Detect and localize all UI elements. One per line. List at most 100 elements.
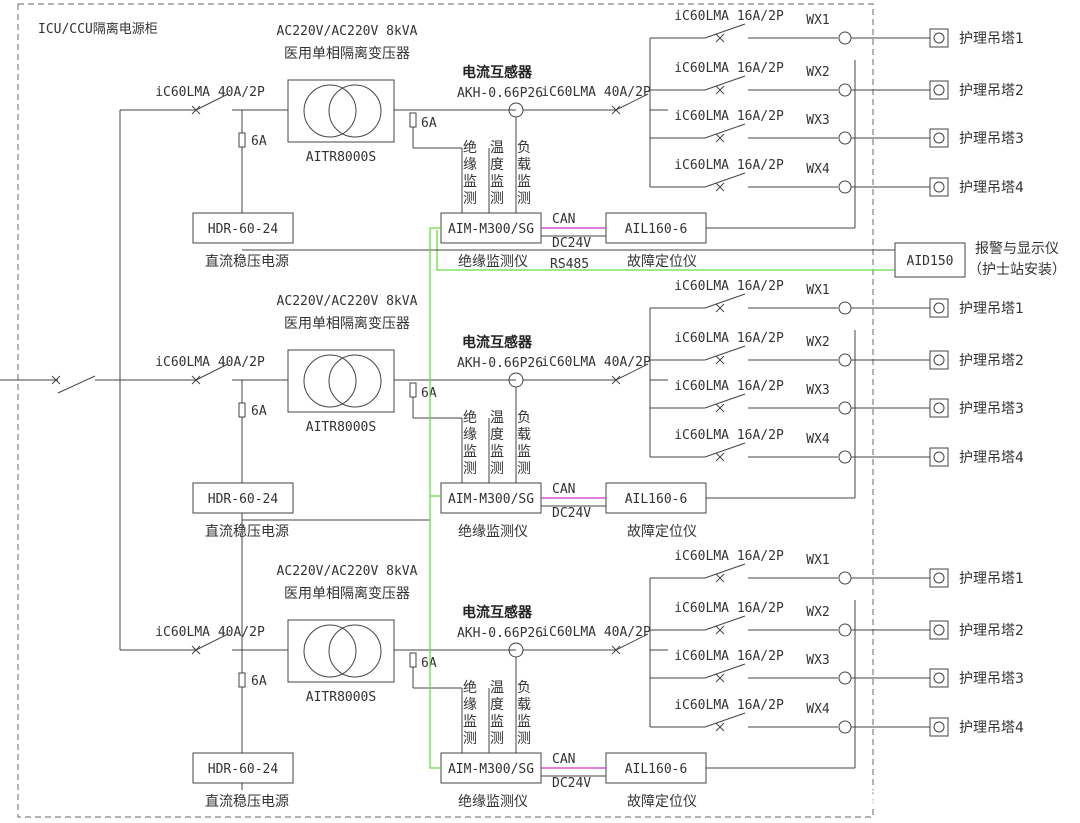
cabinet-title: ICU/CCU隔离电源柜 <box>38 21 158 37</box>
main-breaker-label: iC60LMA 40A/2P <box>155 625 265 640</box>
transformer-primary-coil <box>303 624 357 678</box>
load-label: 护理吊塔4 <box>959 180 1024 196</box>
circuit-label: WX3 <box>806 383 829 398</box>
ct-ring <box>838 131 852 145</box>
function-3: 负载监测 <box>517 680 531 747</box>
load-outlet-icon <box>933 181 945 193</box>
monitor-fuse-label: 6A <box>421 656 437 671</box>
load-label: 护理吊塔2 <box>959 353 1024 369</box>
rs485-label: RS485 <box>550 257 589 272</box>
insulation-monitor-box <box>440 482 542 514</box>
wire <box>704 393 746 409</box>
alarm-section: AID150 报警与显示仪 （护士站安装） RS485 <box>242 230 1066 278</box>
transformer-model: AITR8000S <box>306 420 376 435</box>
branch-breaker-label: iC60LMA 16A/2P <box>674 109 784 124</box>
wire <box>715 452 725 462</box>
fault-locator-box <box>605 482 707 514</box>
insulation-monitor-name: 绝缘监测仪 <box>458 794 528 810</box>
psu-fuse <box>238 672 246 688</box>
load-outlet-icon <box>933 84 945 96</box>
ct-model: AKH-0.66P26 <box>457 356 543 371</box>
wire <box>715 303 725 313</box>
signal-backbone <box>429 227 441 769</box>
fault-locator-name: 故障定位仪 <box>627 794 697 810</box>
isolation-modules: iC60LMA 40A/2P AC220V/AC220V 8kVA 医用单相隔离变压… <box>120 9 1024 810</box>
load-label: 护理吊塔3 <box>959 131 1024 147</box>
cabinet-boundary <box>17 3 874 818</box>
load-label: 护理吊塔2 <box>959 83 1024 99</box>
wire <box>704 75 746 91</box>
insulation-monitor-model: AIM-M300/SG <box>448 762 534 777</box>
transformer-rating: AC220V/AC220V 8kVA <box>277 294 418 309</box>
ct-model: AKH-0.66P26 <box>457 86 543 101</box>
alarm-display-note: （护士站安装） <box>968 262 1066 278</box>
fault-locator-model: AIL160-6 <box>625 492 688 507</box>
load-label: 护理吊塔3 <box>959 401 1024 417</box>
load-outlet-icon <box>933 132 945 144</box>
transformer-secondary-coil <box>328 624 382 678</box>
load-outlet-icon <box>933 451 945 463</box>
load-box <box>929 620 949 640</box>
wire <box>615 363 649 381</box>
psu-fuse-label: 6A <box>251 404 267 419</box>
psu-name: 直流稳压电源 <box>205 523 289 540</box>
load-box <box>929 128 949 148</box>
wire <box>704 345 746 361</box>
function-2: 温度监测 <box>490 140 504 207</box>
insulation-monitor-name: 绝缘监测仪 <box>458 254 528 270</box>
load-outlet-icon <box>933 572 945 584</box>
fault-locator-name: 故障定位仪 <box>627 524 697 540</box>
wire <box>715 33 725 43</box>
dc24v-label: DC24V <box>552 236 591 251</box>
load-box <box>929 298 949 318</box>
load-box <box>929 398 949 418</box>
transformer-box <box>287 79 395 143</box>
wire <box>704 663 746 679</box>
main-breaker <box>178 93 248 115</box>
circuit-label: WX1 <box>806 13 829 28</box>
psu-fuse-label: 6A <box>251 674 267 689</box>
can-label: CAN <box>552 482 575 497</box>
load-outlet-icon <box>933 672 945 684</box>
transformer-name: 医用单相隔离变压器 <box>284 315 410 332</box>
psu-model: HDR-60-24 <box>208 222 279 237</box>
ct-name: 电流互感器 <box>462 64 533 81</box>
psu-fuse <box>238 132 246 148</box>
psu-name: 直流稳压电源 <box>205 793 289 810</box>
alarm-display-name: 报警与显示仪 <box>975 241 1059 257</box>
circuit-label: WX2 <box>806 65 829 80</box>
fault-locator-box <box>605 752 707 784</box>
branch-breaker-label: iC60LMA 16A/2P <box>674 698 784 713</box>
fault-locator-model: AIL160-6 <box>625 762 688 777</box>
wire <box>715 673 725 683</box>
load-label: 护理吊塔4 <box>959 450 1024 466</box>
branch-breaker-label: iC60LMA 16A/2P <box>674 549 784 564</box>
monitor-fuse <box>409 652 417 668</box>
fault-locator-model: AIL160-6 <box>625 222 688 237</box>
wire <box>195 633 229 651</box>
load-box <box>929 717 949 737</box>
wire <box>195 363 229 381</box>
ct-ring <box>838 31 852 45</box>
load-outlet-icon <box>933 32 945 44</box>
outgoing-breaker-label: iC60LMA 40A/2P <box>541 355 651 370</box>
wire <box>195 93 229 111</box>
alarm-display-box <box>894 242 966 278</box>
wire <box>715 133 725 143</box>
function-2: 温度监测 <box>490 680 504 747</box>
ct-ring <box>838 401 852 415</box>
transformer-name: 医用单相隔离变压器 <box>284 585 410 602</box>
circuit-label: WX3 <box>806 653 829 668</box>
transformer-box <box>287 349 395 413</box>
circuit-label: WX1 <box>806 283 829 298</box>
main-breaker <box>178 633 248 655</box>
main-breaker-label: iC60LMA 40A/2P <box>155 85 265 100</box>
